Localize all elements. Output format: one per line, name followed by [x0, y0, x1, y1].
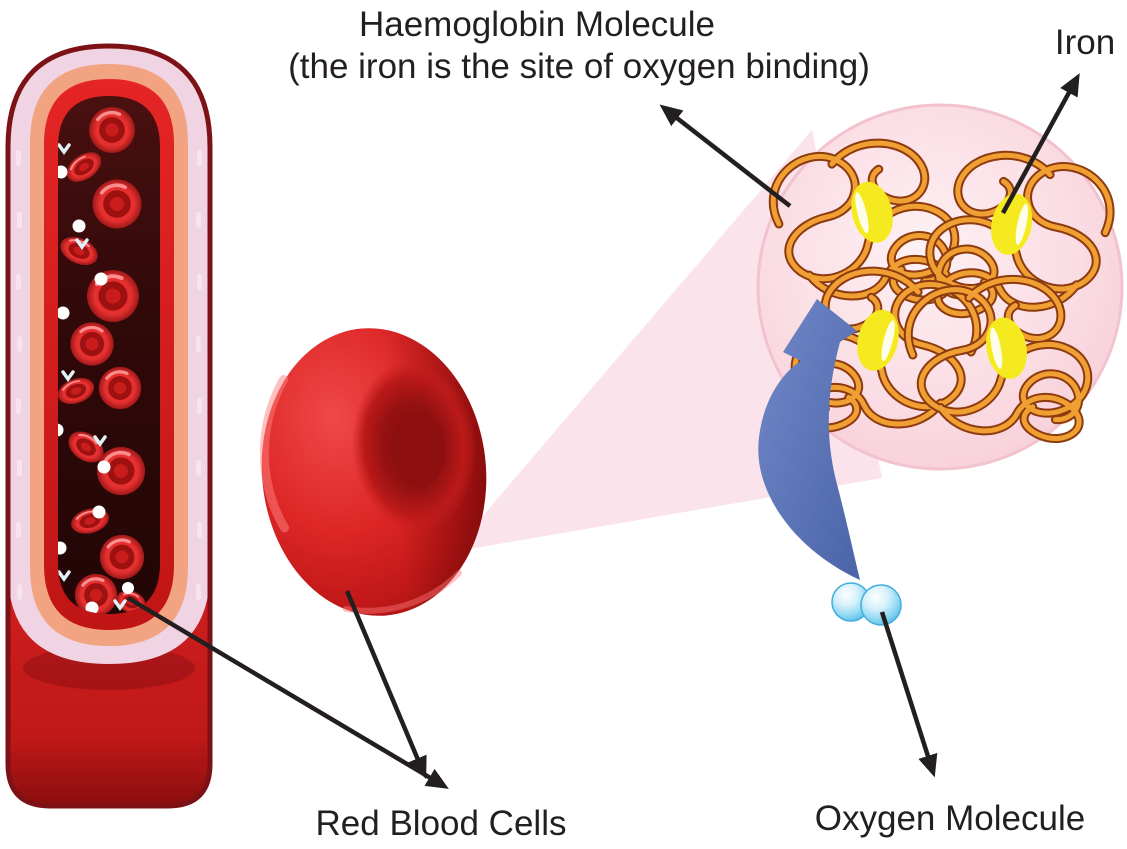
oxygen-molecule-illustration	[831, 582, 902, 626]
arrow-cell-to-rbc-label	[344, 590, 427, 780]
oxygen-binding-arrow	[758, 299, 860, 580]
red-blood-cell-illustration	[259, 328, 487, 616]
arrow-to-iron-label	[1001, 73, 1080, 215]
vessel-white-cells	[58, 143, 127, 612]
oxygen-molecule-label: Oxygen Molecule	[814, 799, 1086, 838]
iron-label: Iron	[1054, 23, 1116, 62]
vessel-wall-texture	[16, 150, 202, 600]
red-blood-cells-label: Red Blood Cells	[315, 804, 567, 843]
blood-vessel-illustration	[5, 43, 213, 809]
arrow-vessel-to-rbc-label	[126, 596, 449, 789]
title-line-1: Haemoglobin Molecule	[358, 5, 716, 44]
vessel-platelets	[58, 165, 134, 614]
arrow-to-haemoglobin-label	[659, 104, 792, 208]
arrow-to-oxygen-label	[879, 611, 938, 778]
haemoglobin-molecule-circle	[756, 103, 1124, 471]
title-line-2: (the iron is the site of oxygen binding)	[288, 47, 870, 86]
